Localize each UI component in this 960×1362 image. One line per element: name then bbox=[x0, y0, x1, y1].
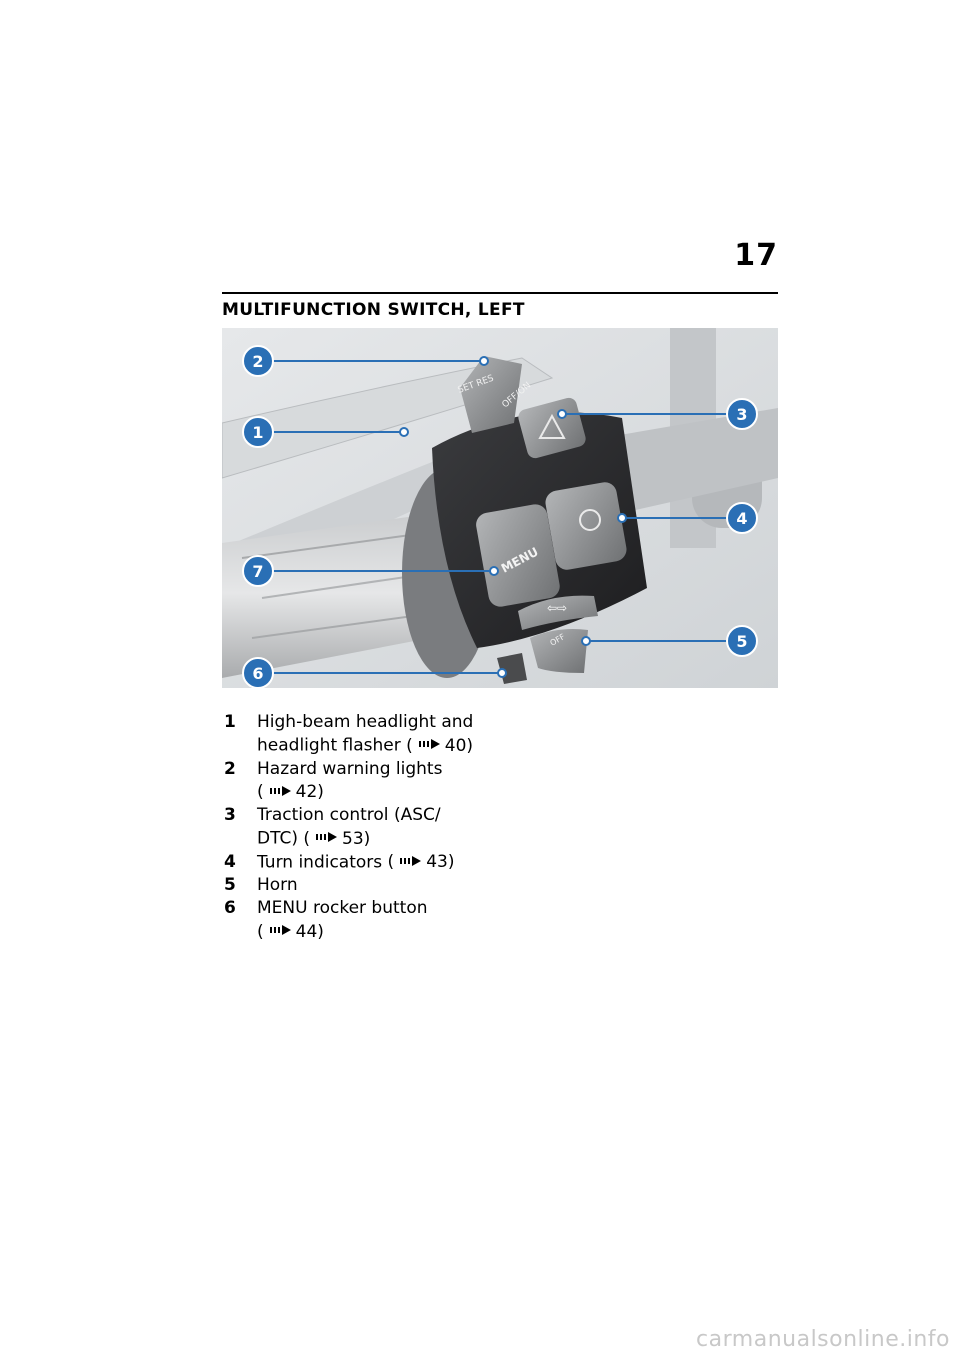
svg-text:2: 2 bbox=[252, 352, 263, 371]
legend-text: Turn indicators (43) bbox=[257, 851, 524, 875]
reference-page: 53) bbox=[342, 828, 371, 849]
reference-arrow-icon bbox=[269, 781, 292, 804]
legend-number: 1 bbox=[224, 712, 236, 732]
reference-arrow-icon bbox=[418, 734, 441, 757]
legend-line: Turn indicators (43) bbox=[257, 851, 455, 874]
page-reference[interactable]: (43) bbox=[382, 851, 455, 874]
reference-page: 43) bbox=[426, 852, 455, 872]
svg-text:⇦⇨: ⇦⇨ bbox=[547, 601, 567, 615]
svg-text:6: 6 bbox=[252, 664, 263, 683]
legend-text: MENU rocker button (44) bbox=[257, 897, 524, 944]
svg-text:3: 3 bbox=[736, 405, 747, 424]
svg-text:5: 5 bbox=[736, 632, 747, 651]
legend-item: 6 MENU rocker button (44) bbox=[224, 897, 524, 944]
legend-item: 4 Turn indicators (43) bbox=[224, 851, 524, 875]
page-reference[interactable]: (44) bbox=[257, 920, 324, 943]
reference-arrow-icon bbox=[269, 920, 292, 943]
legend-item: 2 Hazard warning lights (42) bbox=[224, 758, 524, 805]
legend-line: Horn bbox=[257, 875, 298, 895]
callout-1: 1 bbox=[242, 416, 274, 448]
callout-6: 6 bbox=[242, 657, 274, 688]
legend-line: MENU rocker button (44) bbox=[257, 898, 428, 943]
legend-text: Hazard warning lights (42) bbox=[257, 758, 524, 805]
legend-number: 5 bbox=[224, 875, 236, 895]
legend-item: 3 Traction control (ASC/DTC) (53) bbox=[224, 804, 524, 851]
reference-page: 44) bbox=[295, 921, 324, 942]
legend-text: Traction control (ASC/DTC) (53) bbox=[257, 804, 524, 851]
legend-line: DTC) (53) bbox=[257, 827, 371, 850]
multifunction-switch-figure: SET RES OFF/ON MENU ⇦⇨ OFF bbox=[222, 328, 778, 688]
svg-text:7: 7 bbox=[252, 562, 263, 581]
callout-5: 5 bbox=[726, 625, 758, 657]
callout-7: 7 bbox=[242, 555, 274, 587]
page-reference[interactable]: (42) bbox=[257, 782, 324, 802]
legend-text: Horn bbox=[257, 874, 524, 897]
legend-number: 6 bbox=[224, 898, 236, 918]
reference-arrow-icon bbox=[316, 827, 338, 850]
watermark: carmanualsonline.info bbox=[696, 1327, 950, 1352]
legend-number: 3 bbox=[224, 805, 236, 825]
legend-line: headlight flasher (40) bbox=[257, 734, 474, 757]
reference-page: 40) bbox=[444, 735, 474, 756]
reference-arrow-icon bbox=[400, 851, 422, 874]
callout-3: 3 bbox=[726, 398, 758, 430]
legend-item: 5 Horn bbox=[224, 874, 524, 897]
callout-2: 2 bbox=[242, 345, 274, 377]
legend-line: High-beam headlight and bbox=[257, 712, 474, 732]
reference-page: 42) bbox=[295, 782, 324, 802]
section-title: MULTIFUNCTION SWITCH, LEFT bbox=[222, 300, 525, 320]
legend-number: 4 bbox=[224, 851, 236, 872]
page-reference[interactable]: (40) bbox=[400, 734, 474, 757]
svg-text:4: 4 bbox=[736, 509, 747, 528]
svg-text:1: 1 bbox=[252, 423, 263, 442]
page-reference[interactable]: (53) bbox=[297, 827, 371, 850]
page-number: 17 bbox=[734, 238, 778, 273]
callout-4: 4 bbox=[726, 502, 758, 534]
legend-line: Hazard warning lights (42) bbox=[257, 758, 443, 803]
legend-number: 2 bbox=[224, 758, 236, 779]
header-rule bbox=[222, 292, 778, 294]
legend-line: Traction control (ASC/ bbox=[257, 805, 441, 825]
